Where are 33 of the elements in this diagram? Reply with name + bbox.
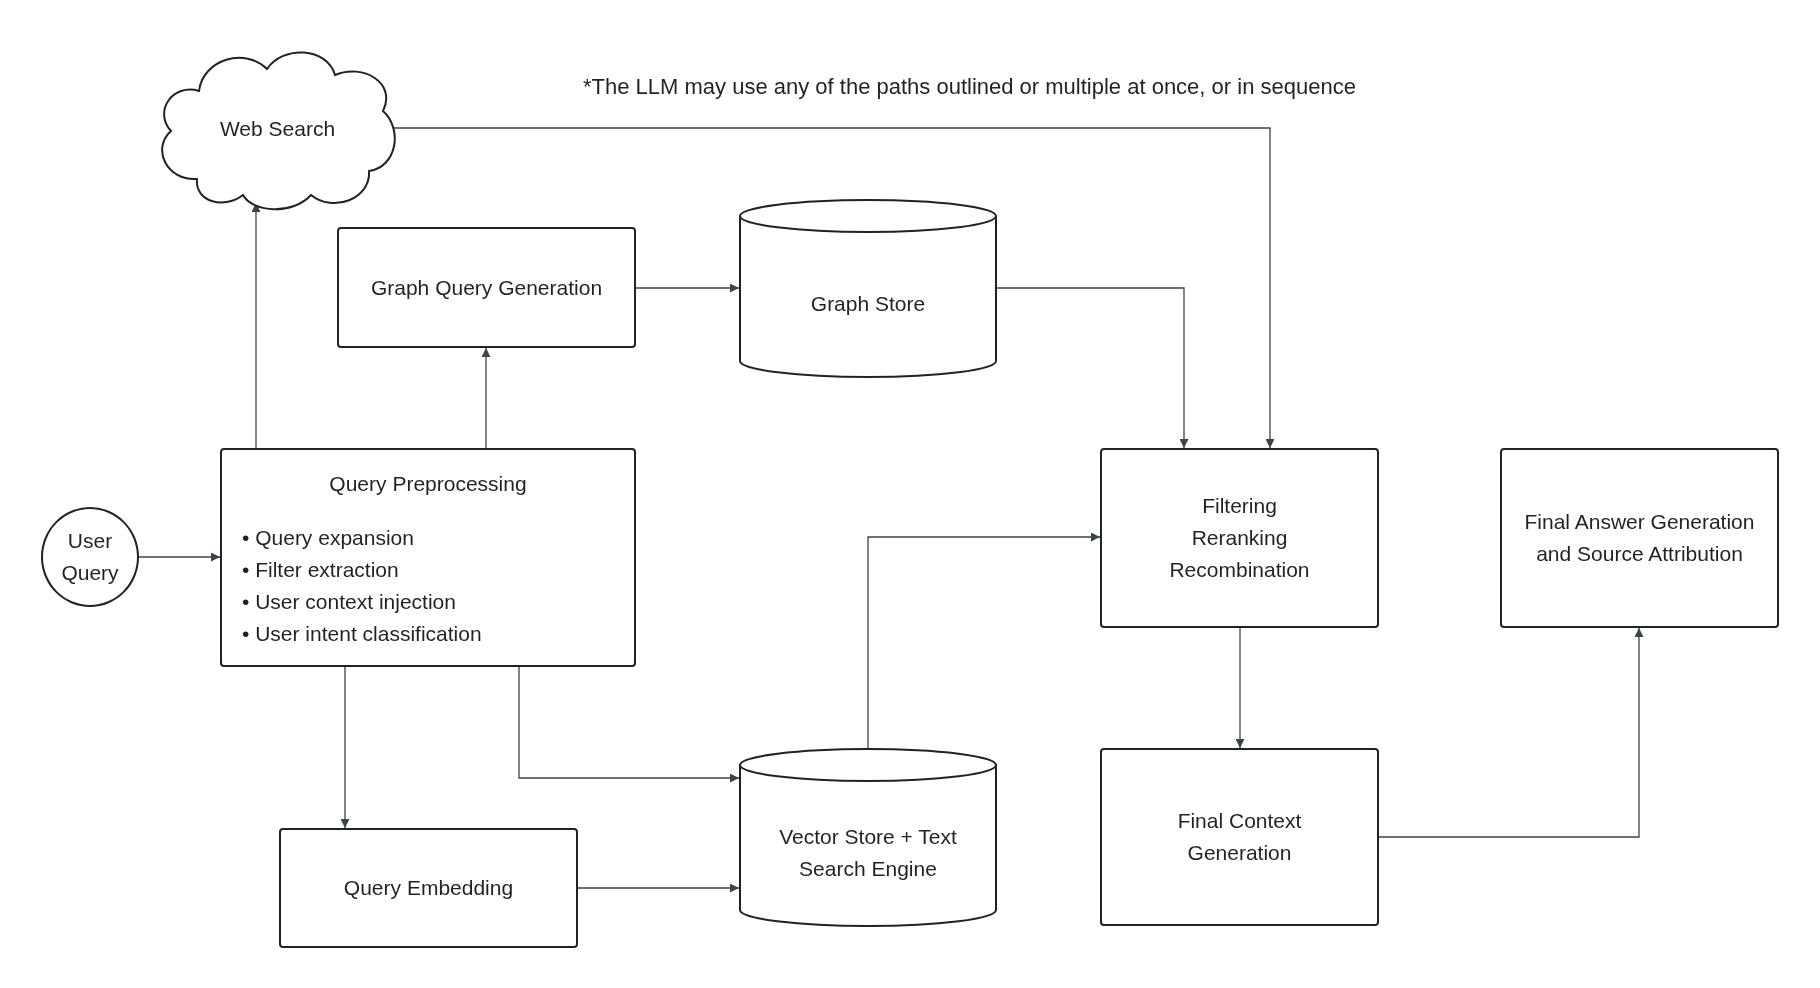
database-cylinder [739,749,997,926]
arrow [635,283,740,293]
node-label: Web Search [219,116,336,142]
bullet-item: • Query expansion [242,525,415,551]
node-label: Final Answer Generation and Source Attribution [1523,509,1756,567]
database-cylinder [739,200,997,377]
process-box [279,828,578,948]
bullet-item: • User intent classification [242,621,482,647]
box-heading: Query Preprocessing [329,471,527,497]
node-label: Final Context Generation [1176,808,1303,866]
arrow [138,552,221,562]
arrow [577,883,740,893]
process-box [1500,448,1779,628]
node-label: Vector Store + Text Search Engine [778,823,958,882]
arrow [340,666,350,829]
node-label: Graph Query Generation [370,274,603,301]
process-box [1100,748,1379,926]
process-box [1100,448,1379,628]
arrow [393,127,1275,449]
arrow [518,666,740,783]
arrow [1235,627,1245,749]
node-label: Filtering Reranking Recombination [1168,493,1311,583]
process-box [337,227,636,348]
arrow [1378,627,1644,838]
node-label: Graph Store [810,290,926,317]
process-box [220,448,636,667]
node-label: User Query [60,528,120,586]
bullet-item: • Filter extraction [242,557,400,583]
node-label: Query Embedding [343,875,514,901]
arrow [481,347,491,449]
arrow [996,287,1189,449]
bullet-item: • User context injection [242,589,457,615]
footnote: *The LLM may use any of the paths outlined or multiple at once, or in sequence [583,74,1356,100]
